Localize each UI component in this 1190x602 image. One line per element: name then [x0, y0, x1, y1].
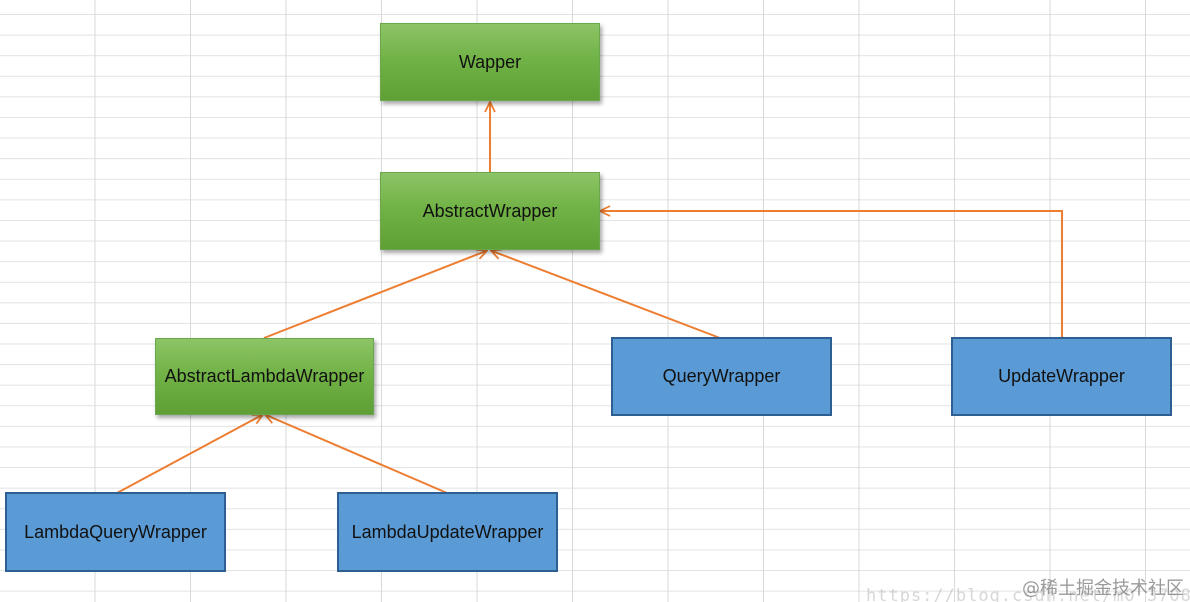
node-update-wrapper: UpdateWrapper [951, 337, 1172, 416]
node-lambda-update-wrapper: LambdaUpdateWrapper [337, 492, 558, 572]
node-query-wrapper-label: QueryWrapper [662, 366, 781, 386]
watermark-url: https://blog.csdn.net/m0_37084744 [866, 586, 1190, 602]
node-abstract-lambda-wrapper: AbstractLambdaWrapper [155, 338, 374, 415]
node-abstract-wrapper-label: AbstractWrapper [422, 200, 558, 221]
node-lambda-query-wrapper-label: LambdaQueryWrapper [24, 521, 207, 542]
node-lambda-query-wrapper: LambdaQueryWrapper [5, 492, 226, 572]
watermark-site: @稀土掘金技术社区 [1022, 578, 1184, 599]
edge-lambdaquerywrapper-to-abstractlambdawrapper [116, 415, 262, 494]
edge-abstractlambdawrapper-to-abstractwrapper [263, 251, 486, 339]
node-update-wrapper-label: UpdateWrapper [998, 366, 1125, 386]
node-wapper: Wapper [380, 23, 600, 101]
node-lambda-update-wrapper-label: LambdaUpdateWrapper [351, 521, 544, 542]
node-query-wrapper: QueryWrapper [611, 337, 832, 416]
node-abstract-wrapper: AbstractWrapper [380, 172, 600, 250]
edge-lambdaupdatewrapper-to-abstractlambdawrapper [266, 415, 448, 494]
edge-querywrapper-to-abstractwrapper [492, 251, 721, 339]
edge-updatewrapper-to-abstractwrapper [601, 211, 1063, 338]
node-abstract-lambda-wrapper-label: AbstractLambdaWrapper [164, 366, 365, 386]
node-wapper-label: Wapper [458, 51, 522, 72]
